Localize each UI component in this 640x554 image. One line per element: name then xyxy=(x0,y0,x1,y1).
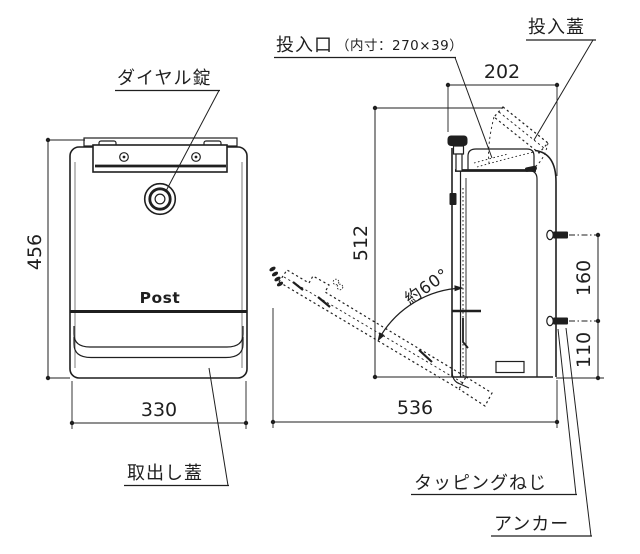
door-hinge-coil xyxy=(269,266,284,287)
flap-callout: 投入蓋 xyxy=(526,17,596,141)
plate-screws xyxy=(119,152,201,162)
svg-text:512: 512 xyxy=(350,225,372,261)
dimension-height-512: 512 xyxy=(350,105,503,380)
dimension-total-depth-536: 536 xyxy=(270,308,560,428)
svg-text:202: 202 xyxy=(484,61,520,83)
mailbox-front-body xyxy=(69,146,248,379)
slot-label: 投入口 xyxy=(276,35,333,56)
interior-detail-rect xyxy=(495,360,525,374)
slot-flap-open-dotted xyxy=(488,106,549,167)
slot-callout: 投入口 （内寸：270×39） xyxy=(274,35,493,159)
anchor-label: アンカー xyxy=(494,514,569,535)
flap-knob xyxy=(447,135,468,172)
flap-label: 投入蓋 xyxy=(528,17,585,38)
tapping-screw-label: タッピングねじ xyxy=(414,473,547,494)
dimension-mount-160: 160 xyxy=(573,232,601,324)
svg-text:330: 330 xyxy=(141,399,177,421)
side-rear-wall xyxy=(534,149,557,377)
side-view-drawing: 202 512 160 110 xyxy=(269,17,604,537)
tapping-screw xyxy=(546,229,601,241)
dial-lock-label: ダイヤル錠 xyxy=(117,68,211,89)
flap-hinge-mark xyxy=(524,165,537,172)
side-lock-detail xyxy=(449,193,457,205)
anchor-callout: アンカー xyxy=(491,327,592,537)
svg-text:160: 160 xyxy=(573,260,595,296)
svg-text:110: 110 xyxy=(573,332,595,368)
post-logo-text: Post xyxy=(140,289,181,307)
takeout-lid-curve-2 xyxy=(73,337,244,359)
dimension-width-330: 330 xyxy=(69,381,249,429)
dial-lock-callout: ダイヤル錠 xyxy=(115,68,220,192)
open-angle-label: 約60° xyxy=(401,264,453,308)
takeout-lid-callout: 取出し蓋 xyxy=(124,367,229,487)
takeout-lid-label: 取出し蓋 xyxy=(127,463,203,484)
takeout-lid-curve-1 xyxy=(73,326,244,348)
open-door-dashed xyxy=(269,266,493,407)
slot-inner-dim-label: （内寸：270×39） xyxy=(336,38,463,54)
mounting-plate xyxy=(92,144,228,173)
tapping-screw-callout: タッピングねじ xyxy=(411,328,577,496)
latch-detail xyxy=(462,318,469,349)
dimension-mount-110: 110 xyxy=(556,321,604,381)
slot-lid-plate xyxy=(467,148,535,171)
front-view-drawing: Post 456 330 ダイヤル錠 取出し蓋 xyxy=(24,68,249,487)
dial-lock xyxy=(143,182,177,216)
open-angle-annotation: 約60° xyxy=(377,264,464,342)
dimension-depth-202: 202 xyxy=(445,61,560,176)
anchor-screw xyxy=(546,315,601,327)
svg-text:456: 456 xyxy=(24,234,46,270)
svg-text:536: 536 xyxy=(397,397,433,419)
dimension-height-456: 456 xyxy=(24,137,85,381)
